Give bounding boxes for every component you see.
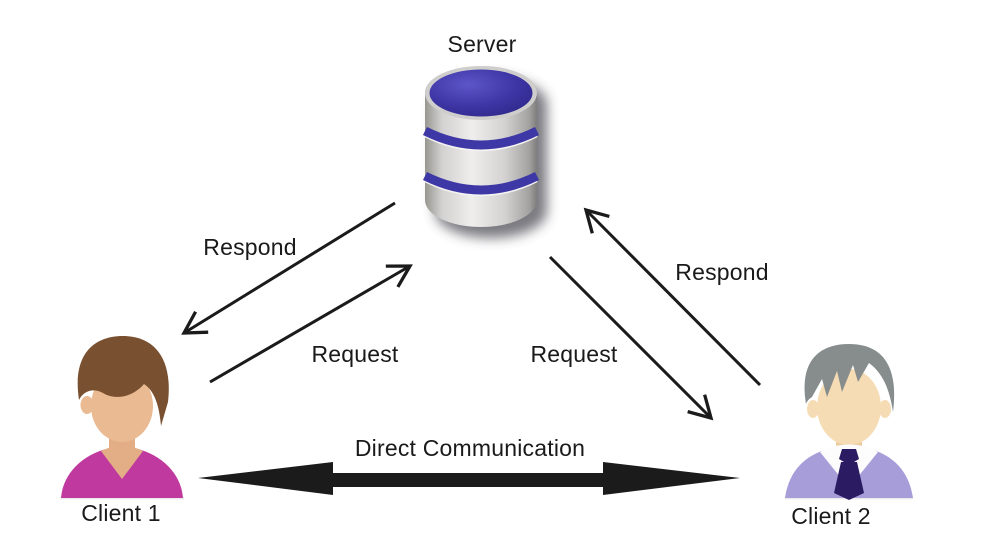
direct-communication-label: Direct Communication <box>354 435 586 461</box>
client2-hair <box>804 344 895 412</box>
respond-left-label: Respond <box>203 234 297 260</box>
request-right-label: Request <box>530 341 618 367</box>
database-top <box>429 69 533 117</box>
database-band <box>422 171 540 195</box>
request-arrow-right <box>548 255 714 421</box>
client2-ear <box>879 400 891 418</box>
client2-tie-blade <box>834 462 864 500</box>
server-label: Server <box>447 31 517 57</box>
client2-label: Client 2 <box>791 503 871 529</box>
respond-arrow-right <box>583 207 762 387</box>
request-arrow-left <box>209 264 413 384</box>
client1-hair <box>77 336 169 426</box>
respond-arrow-left <box>181 201 396 335</box>
client2-avatar <box>785 344 913 500</box>
server-database-icon <box>422 66 547 238</box>
database-band-highlight <box>424 134 538 152</box>
client2-tie-knot <box>839 449 859 465</box>
database-band <box>422 126 540 150</box>
client2-face <box>817 369 881 445</box>
client2-ear <box>807 400 819 418</box>
client1-ear <box>80 396 94 414</box>
respond-right-label: Respond <box>675 259 769 285</box>
client1-label: Client 1 <box>81 500 161 526</box>
direct-communication-arrow <box>198 462 740 495</box>
client1-base-line <box>60 497 184 500</box>
request-left-label: Request <box>311 341 399 367</box>
database-band-highlight <box>424 179 538 197</box>
client1-vneck-skin <box>101 445 143 479</box>
client1-avatar <box>60 336 184 500</box>
